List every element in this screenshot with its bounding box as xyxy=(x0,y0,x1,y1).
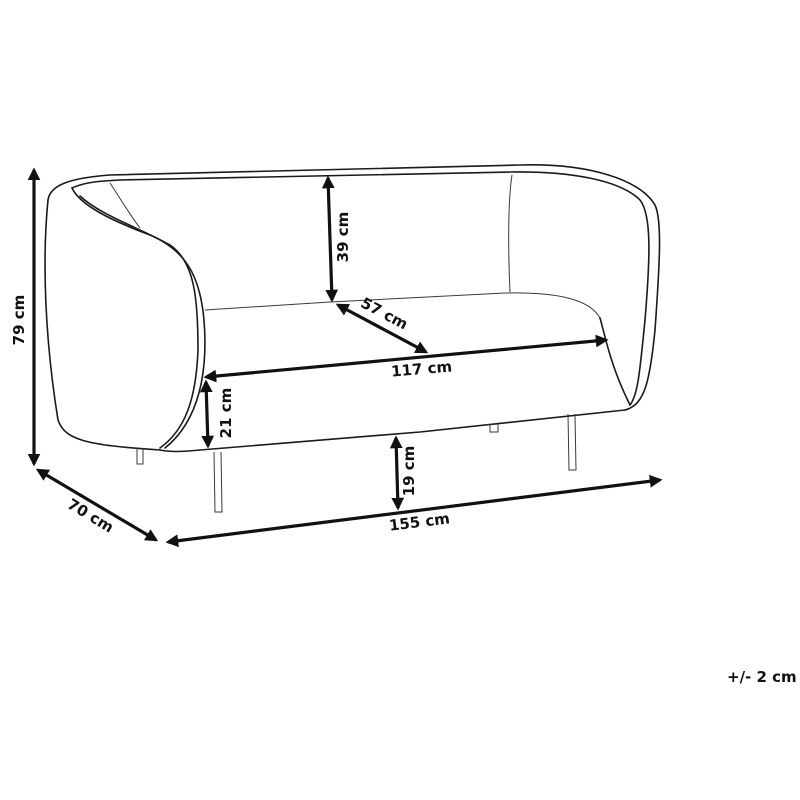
leg-height-arrow xyxy=(389,435,405,511)
label-total-height: 79 cm xyxy=(10,295,28,346)
label-seat-width: 117 cm xyxy=(390,357,452,380)
sofa-outline xyxy=(44,164,661,513)
label-seat-thickness: 21 cm xyxy=(217,388,235,439)
seat-thickness-arrow xyxy=(199,379,215,449)
tolerance-note: +/- 2 cm xyxy=(727,668,797,686)
width-arrow xyxy=(165,474,663,548)
backrest-arrow xyxy=(321,175,339,303)
label-backrest-height: 39 cm xyxy=(334,212,352,263)
seat-width-arrow xyxy=(203,334,609,383)
label-leg-height: 19 cm xyxy=(400,446,418,497)
dimension-lines xyxy=(27,167,663,548)
depth-arrow xyxy=(35,468,159,542)
